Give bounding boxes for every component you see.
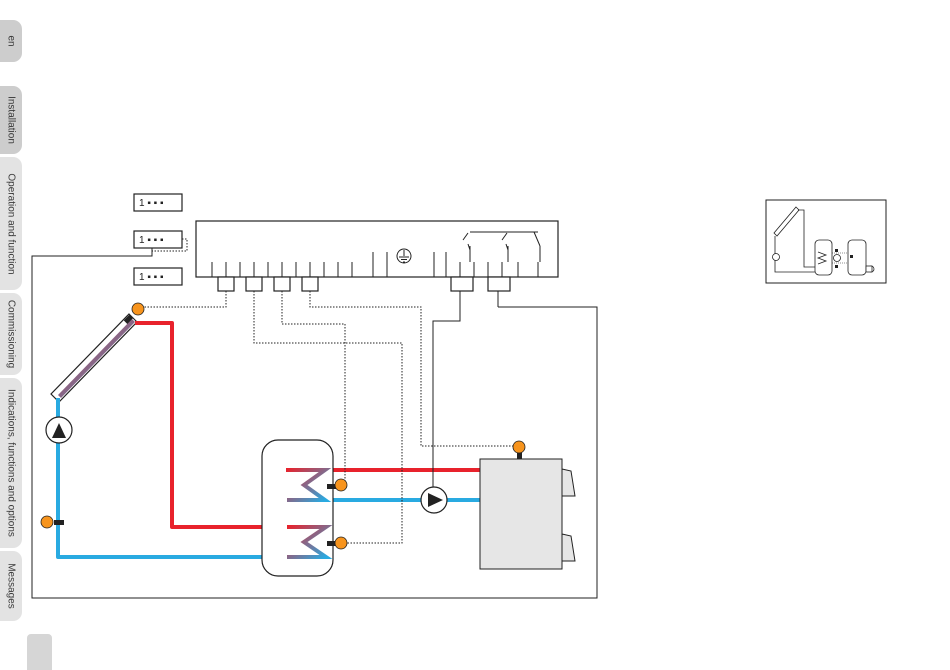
- connector-2-label: 1 ▪ ▪ ▪: [139, 235, 164, 246]
- connector-1-label: 1 ▪ ▪ ▪: [139, 198, 164, 209]
- sensor-icon: [41, 516, 53, 528]
- sensor-icon: [513, 441, 525, 453]
- sensor-icon: [132, 303, 144, 315]
- sensor-icon: [335, 537, 347, 549]
- pump-icon: [46, 417, 72, 443]
- terminal-sockets: [218, 277, 510, 291]
- tank-icon: [262, 440, 336, 576]
- boiler-icon: [480, 452, 575, 569]
- relay-wiring: [433, 291, 498, 488]
- connector-2: 1 ▪ ▪ ▪: [134, 231, 182, 248]
- sensor-mount: [54, 520, 64, 525]
- connector-1: 1 ▪ ▪ ▪: [134, 194, 182, 211]
- controller-terminal-block: [196, 221, 558, 277]
- connector-3: 1 ▪ ▪ ▪: [134, 268, 182, 285]
- system-thumbnail: [766, 200, 886, 283]
- connector-3-label: 1 ▪ ▪ ▪: [139, 272, 164, 283]
- collector-icon: [51, 314, 137, 402]
- sensor-icon: [335, 479, 347, 491]
- pump-icon: [421, 487, 447, 513]
